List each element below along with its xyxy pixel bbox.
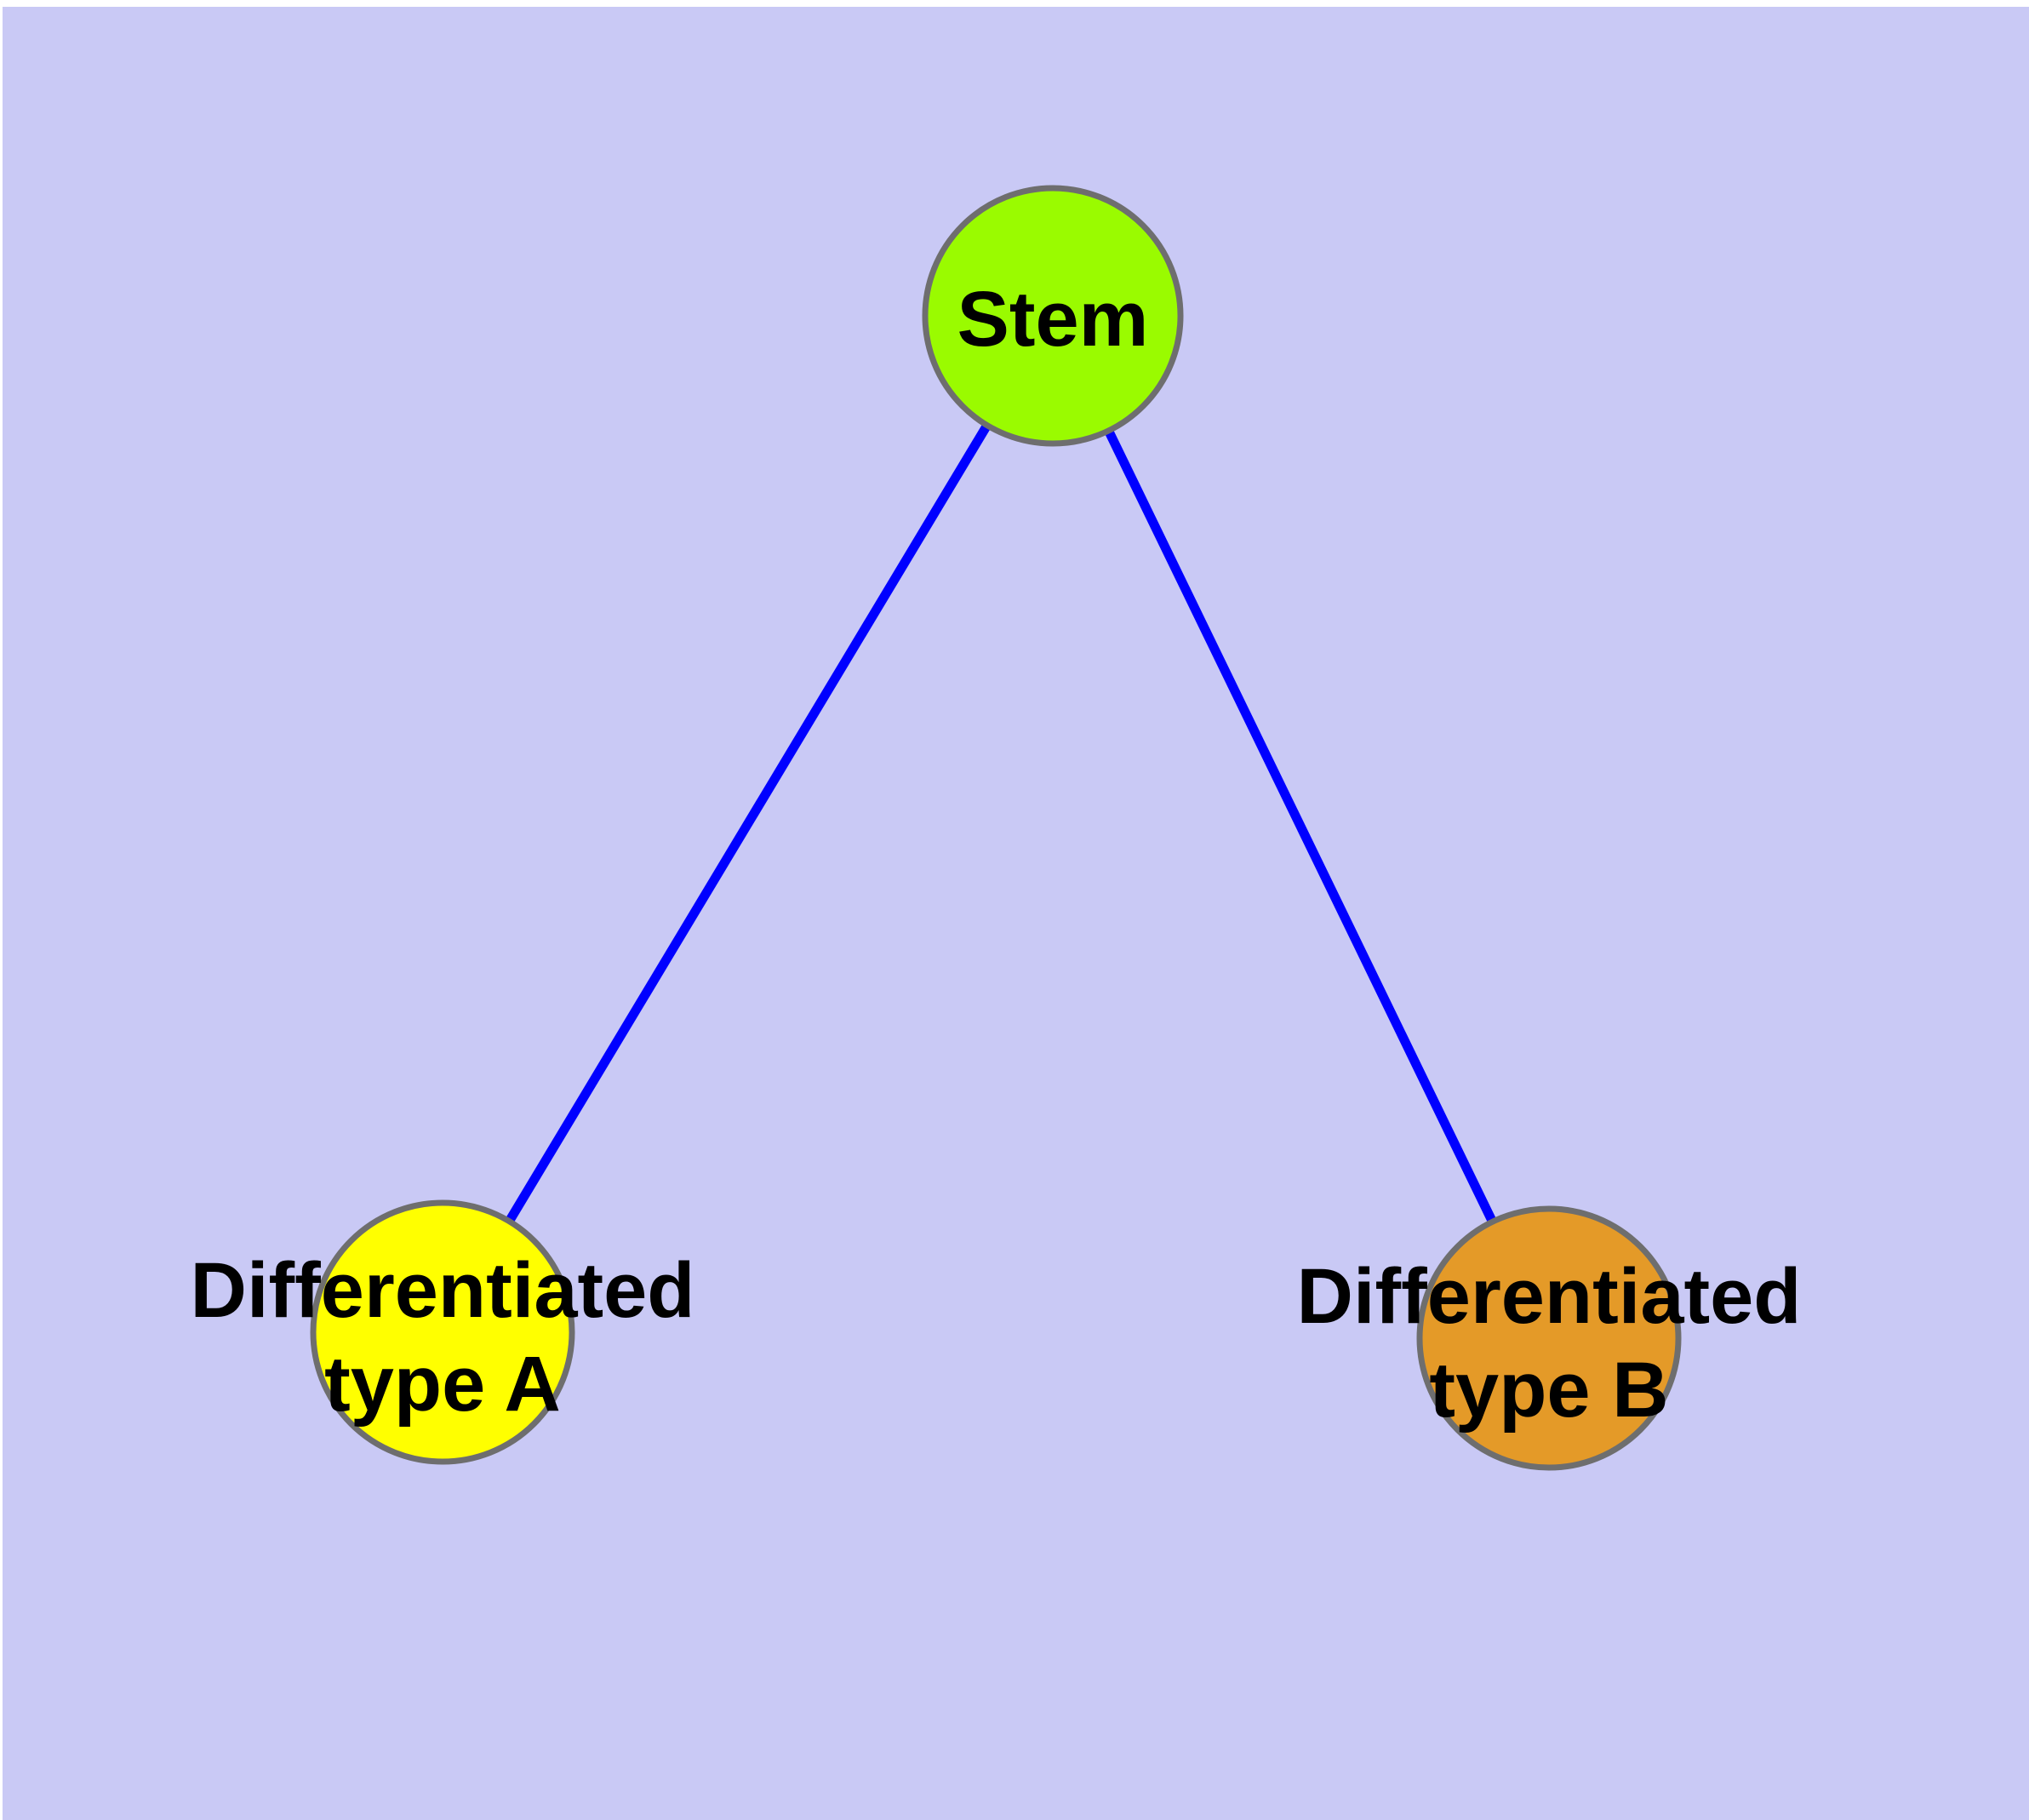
node-differentiated-type-a-label-line1: Differentiated bbox=[191, 1247, 695, 1334]
node-differentiated-type-a-circle bbox=[310, 1199, 575, 1465]
node-differentiated-type-a-label-line2: type A bbox=[324, 1341, 561, 1428]
node-stem-label: Stem bbox=[957, 276, 1149, 363]
node-differentiated-type-b-label-line2: type B bbox=[1429, 1347, 1668, 1434]
node-stem-circle bbox=[922, 185, 1184, 447]
node-differentiated-type-b-label-line1: Differentiated bbox=[1297, 1253, 1802, 1340]
edge-stem-to-type-b bbox=[1049, 313, 1553, 1341]
node-differentiated-type-b-circle bbox=[1416, 1205, 1682, 1471]
node-differentiated-type-a: Differentiated type A bbox=[191, 1199, 695, 1465]
edge-stem-to-type-a bbox=[438, 313, 1057, 1335]
node-stem: Stem bbox=[922, 185, 1184, 447]
node-differentiated-type-b: Differentiated type B bbox=[1297, 1205, 1802, 1471]
